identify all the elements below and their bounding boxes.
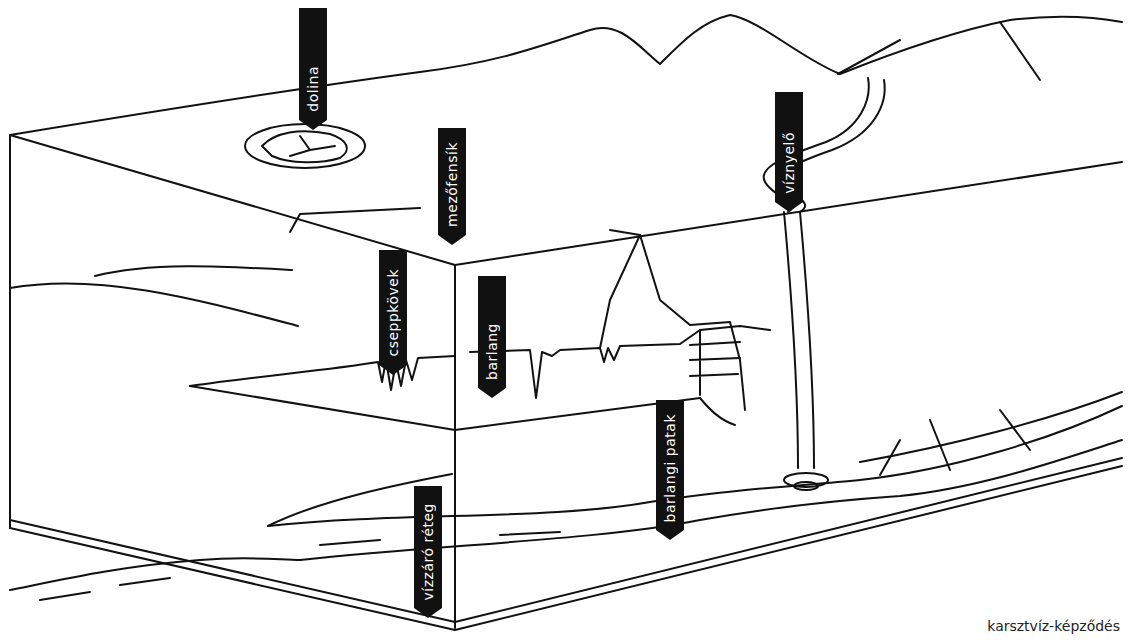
label-text: mezőfensík <box>438 142 466 227</box>
label-text: barlang <box>478 323 506 380</box>
label-tag: víznyelő <box>775 92 803 202</box>
label-tag: barlangi patak <box>656 400 684 530</box>
label-text: dolina <box>299 66 327 112</box>
label-text: barlangi patak <box>656 414 684 522</box>
label-text: cseppkövek <box>379 269 407 357</box>
label-tag: cseppkövek <box>379 250 407 365</box>
label-text: vízzáró réteg <box>414 503 442 600</box>
label-tag: mezőfensík <box>438 128 466 235</box>
label-tag: vízzáró réteg <box>414 486 442 608</box>
label-text: víznyelő <box>775 132 803 194</box>
caption: karsztvíz-képződés <box>987 618 1120 634</box>
label-tag: dolina <box>299 8 327 120</box>
label-tag: barlang <box>478 276 506 388</box>
